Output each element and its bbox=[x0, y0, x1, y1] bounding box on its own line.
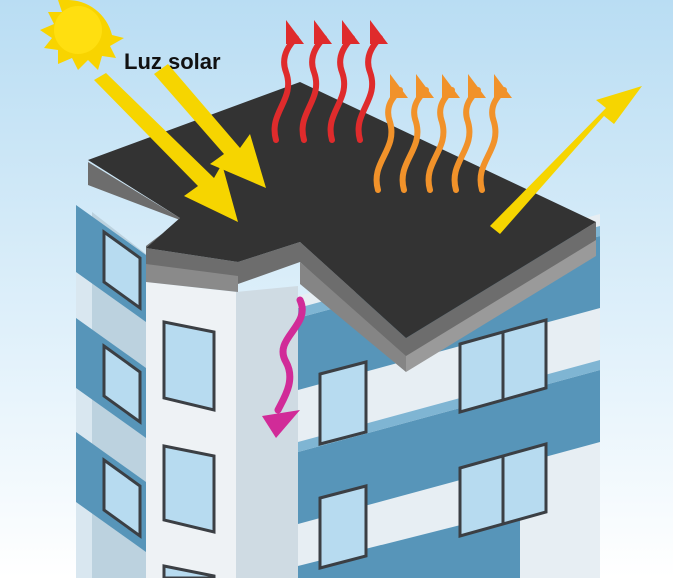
roof-edge-right bbox=[300, 262, 406, 372]
sunlight-arrow-icon bbox=[154, 64, 266, 188]
window bbox=[162, 444, 216, 534]
roof-top bbox=[88, 82, 596, 338]
tower-windows bbox=[162, 320, 216, 578]
roof-edge-far bbox=[406, 240, 596, 372]
sun-icon bbox=[40, 0, 124, 70]
red-heat-wave-icon bbox=[271, 20, 388, 143]
right-band-2 bbox=[298, 370, 600, 524]
window bbox=[102, 457, 142, 539]
magenta-heat-conduction-icon bbox=[262, 296, 306, 438]
building bbox=[76, 82, 600, 578]
roof-edge bbox=[88, 160, 596, 360]
tower-side bbox=[236, 286, 298, 578]
left-wing-windows bbox=[102, 229, 142, 539]
orange-heat-wave-icon bbox=[373, 74, 512, 193]
window bbox=[318, 484, 368, 570]
window bbox=[318, 360, 368, 446]
window bbox=[162, 320, 216, 412]
sunlight-arrow-icon bbox=[94, 73, 238, 222]
reflected-light-arrow-icon bbox=[490, 86, 642, 234]
window bbox=[162, 564, 216, 578]
right-wing-windows bbox=[318, 318, 548, 570]
roof-edge-front bbox=[146, 264, 238, 292]
window bbox=[102, 229, 142, 311]
window bbox=[102, 343, 142, 425]
